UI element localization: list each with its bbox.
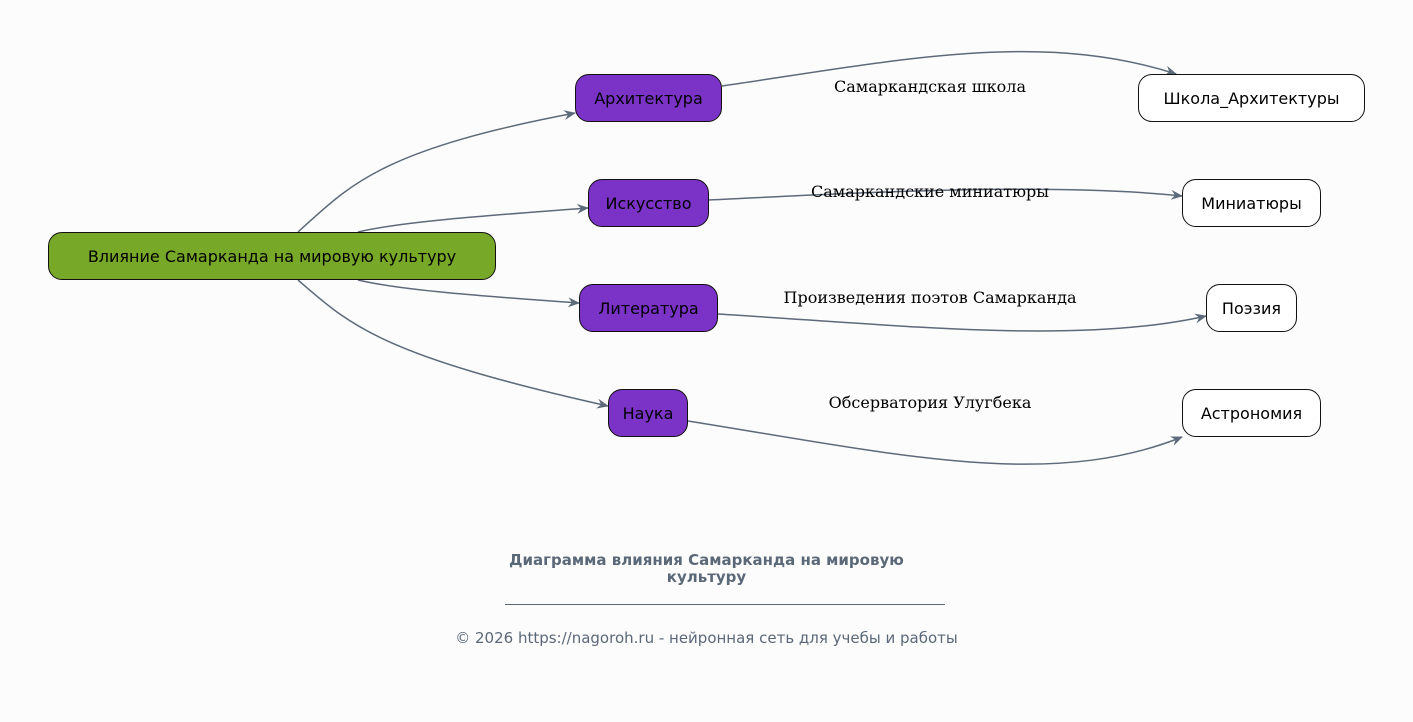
- node-miniatures[interactable]: Миниатюры: [1182, 179, 1321, 227]
- diagram-title-line1: Диаграмма влияния Самарканда на мировую: [509, 551, 904, 569]
- diagram-title-line2: культуру: [666, 568, 747, 586]
- edge-literature-poetry: [717, 313, 1207, 332]
- node-literature[interactable]: Литература: [579, 284, 718, 332]
- edge-root-literature: [357, 279, 580, 308]
- copyright-text: © 2026 https://nagoroh.ru - нейронная се…: [455, 629, 958, 647]
- node-astronomy[interactable]: Астрономия: [1182, 389, 1321, 437]
- edge-art-miniatures: [708, 188, 1183, 201]
- node-school[interactable]: Школа_Архитектуры: [1138, 74, 1365, 122]
- edge-label-art-miniatures: Самаркандские миниатюры: [811, 182, 1049, 201]
- node-root[interactable]: Влияние Самарканда на мировую культуру: [48, 232, 496, 280]
- diagram-title: Диаграмма влияния Самарканда на мировую …: [0, 552, 1413, 586]
- node-art[interactable]: Искусство: [588, 179, 709, 227]
- node-poetry[interactable]: Поэзия: [1206, 284, 1297, 332]
- node-science[interactable]: Наука: [608, 389, 688, 437]
- footer-divider: [505, 604, 945, 605]
- edge-architecture-school: [721, 50, 1177, 87]
- edge-label-literature-poetry: Произведения поэтов Самарканда: [783, 288, 1077, 307]
- edge-science-astronomy: [687, 420, 1183, 465]
- edge-root-art: [357, 203, 589, 233]
- edge-root-science: [297, 279, 609, 409]
- node-architecture[interactable]: Архитектура: [575, 74, 722, 122]
- edge-label-science-astronomy: Обсерватория Улугбека: [828, 393, 1032, 412]
- edge-root-architecture: [297, 110, 576, 233]
- edge-label-architecture-school: Самаркандская школа: [834, 77, 1026, 96]
